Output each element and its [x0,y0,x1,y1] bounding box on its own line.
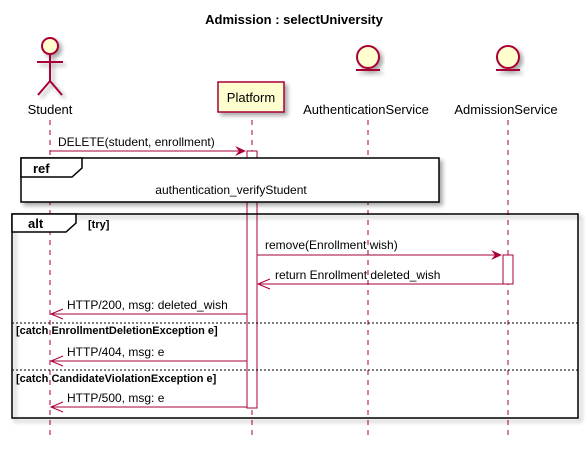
alt-guard-try: [try] [88,219,110,231]
message-http200-arrowhead [49,308,64,320]
message-remove: remove(Enrollment wish) [265,238,398,252]
student-actor-icon [37,37,63,96]
message-http500-arrowhead [49,401,64,413]
message-http500: HTTP/500, msg: e [67,391,165,405]
admission-entity-icon [496,45,520,71]
message-return-arrowhead [256,278,271,290]
auth-entity-icon [356,45,380,71]
message-delete: DELETE(student, enrollment) [58,135,215,149]
activation-platform [246,150,258,409]
ref-tag: ref [33,161,50,176]
participant-admission: AdmissionService [454,102,557,117]
alt-frame: alt [try] [catch EnrollmentDeletionExcep… [11,213,579,419]
alt-guard-catch1: [catch EnrollmentDeletionException e] [16,325,218,337]
ref-frame: ref authentication_verifyStudent [20,157,440,203]
participant-platform: Platform [227,90,275,105]
alt-tag: alt [28,216,44,231]
activation-admission [502,254,514,285]
message-http200: HTTP/200, msg: deleted_wish [67,298,228,312]
alt-guard-catch2: [catch CandidateViolationException e] [16,373,217,385]
ref-text: authentication_verifyStudent [155,183,307,197]
message-http404-arrowhead [49,355,64,367]
message-return: return Enrollment deleted_wish [275,268,440,282]
message-remove-arrowhead [491,250,502,260]
participant-auth: AuthenticationService [303,102,429,117]
participant-student: Student [28,102,73,117]
message-http404: HTTP/404, msg: e [67,345,165,359]
participant-platform-box [217,81,285,113]
message-delete-arrowhead [235,146,246,156]
diagram-title: Admission : selectUniversity [205,12,383,27]
